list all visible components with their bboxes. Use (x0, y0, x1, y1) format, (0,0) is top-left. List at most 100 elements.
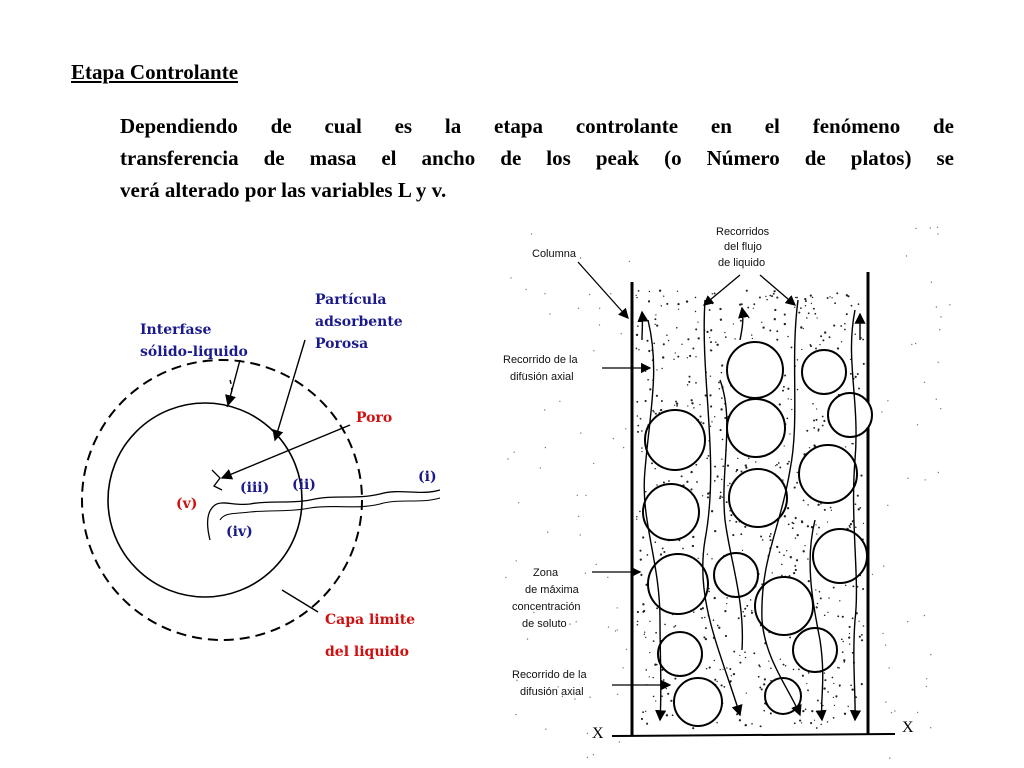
stipple-dot (817, 429, 820, 432)
stipple-dot (637, 424, 640, 427)
stipple-dot (827, 691, 829, 693)
stipple-dot (832, 696, 835, 699)
stipple-dot (674, 404, 676, 406)
stipple-dot (810, 722, 813, 725)
stipple-dot (845, 294, 849, 297)
stipple-dot (804, 300, 807, 303)
liquid-boundary-layer (81, 359, 363, 641)
packing-sphere (801, 349, 847, 395)
stipple-dot (640, 717, 644, 721)
stipple-dot (849, 522, 853, 526)
noise-dot (577, 307, 580, 309)
stipple-dot (783, 445, 785, 447)
stipple-dot (737, 617, 740, 620)
stipple-dot (776, 296, 779, 299)
stipple-dot (642, 711, 645, 714)
stipple-dot (644, 631, 646, 633)
stipple-dot (804, 544, 806, 547)
noise-dot (589, 696, 591, 698)
stipple-dot (823, 687, 826, 690)
stipple-dot (837, 615, 840, 618)
noise-dot (923, 614, 926, 617)
stipple-dot (636, 415, 639, 417)
label-poro: Poro (356, 410, 392, 426)
stipple-dot (798, 311, 801, 314)
stipple-dot (635, 347, 638, 350)
stipple-dot (706, 553, 709, 555)
stipple-dot (785, 549, 788, 552)
noise-dot (574, 698, 576, 700)
stipple-dot (724, 610, 727, 613)
particula-arrow (272, 339, 306, 442)
stipple-dot (636, 610, 640, 614)
stipple-dot (711, 421, 713, 423)
stipple-dot (686, 480, 689, 483)
stipple-dot (751, 337, 754, 340)
noise-dot (593, 462, 595, 465)
stipple-dot (820, 502, 822, 505)
stipple-dot (799, 719, 802, 722)
stipple-dot (704, 637, 708, 641)
stipple-dot (862, 338, 864, 341)
stipple-dot (719, 668, 721, 671)
stipple-dot (720, 408, 723, 411)
stipple-dot (653, 342, 656, 345)
stipple-dot (811, 296, 814, 299)
stipple-dot (841, 615, 844, 618)
label-capa-2: del liquido (325, 644, 409, 660)
noise-dot (616, 693, 619, 695)
stipple-dot (848, 636, 851, 639)
description-paragraph: Dependiendo de cual es la etapa controla… (120, 110, 954, 206)
stipple-dot (665, 687, 667, 690)
stipple-dot (665, 714, 669, 717)
label-capa-1: Capa limite (325, 612, 415, 628)
stipple-dot (769, 712, 772, 715)
stipple-dot (713, 596, 716, 600)
stipple-dot (832, 586, 835, 589)
stipple-dot (771, 295, 774, 298)
stipple-dot (848, 524, 851, 527)
label-zona-2: de máxima (525, 584, 580, 596)
stipple-dot (645, 636, 647, 639)
stipple-dot (721, 438, 724, 441)
stipple-dot (761, 321, 763, 323)
stipple-dot (746, 604, 749, 607)
stipple-dot (796, 296, 798, 299)
stipple-dot (790, 346, 793, 349)
stipple-dot (782, 389, 784, 392)
stipple-dot (782, 479, 784, 481)
noise-dot (533, 611, 535, 614)
stipple-dot (716, 721, 718, 724)
stipple-dot (706, 457, 709, 460)
stipple-dot (656, 607, 659, 610)
stipple-dot (849, 358, 852, 360)
stipple-dot (842, 640, 844, 643)
stipple-dot (829, 296, 831, 298)
noise-dot (628, 260, 631, 263)
stipple-dot (677, 308, 680, 310)
noise-dot (551, 585, 553, 587)
noise-dot (559, 400, 561, 402)
section-heading: Etapa Controlante (71, 60, 239, 84)
stipple-dot (851, 442, 853, 445)
stipple-dot (695, 382, 697, 384)
stipple-dot (635, 333, 639, 337)
stipple-dot (826, 721, 829, 723)
stipple-dot (757, 675, 760, 678)
stipple-dot (737, 457, 739, 460)
stipple-dot (832, 716, 835, 719)
noise-dot (935, 306, 938, 308)
stipple-dot (744, 651, 746, 653)
stipple-dot (787, 398, 789, 400)
stipple-dot (724, 331, 726, 334)
paragraph-line-1: Dependiendo de cual es la etapa controla… (120, 114, 954, 138)
stipple-dot (819, 597, 822, 600)
noise-dot (616, 629, 618, 631)
stipple-dot (848, 625, 851, 628)
noise-dot (515, 713, 517, 716)
stipple-dot (687, 405, 689, 407)
stipple-dot (663, 295, 665, 297)
stipple-dot (643, 633, 645, 635)
stipple-dot (722, 668, 724, 670)
stipple-dot (652, 676, 654, 679)
